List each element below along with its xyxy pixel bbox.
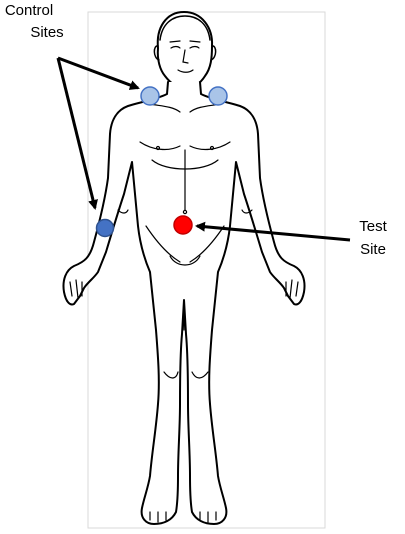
human-figure (63, 12, 304, 524)
test-site-abdomen (174, 216, 192, 234)
control-site-left-shoulder (141, 87, 159, 105)
control-sites-label-line2: Sites (18, 22, 76, 44)
control-site-right-shoulder (209, 87, 227, 105)
test-site-label-line1: Test (352, 216, 394, 238)
control-site-right-forearm (97, 220, 114, 237)
test-site-label-line2: Site (352, 239, 394, 261)
arrow-control-to-shoulder (58, 58, 138, 88)
control-sites-label-line1: Control (0, 0, 58, 22)
arrow-control-to-forearm (58, 58, 95, 208)
